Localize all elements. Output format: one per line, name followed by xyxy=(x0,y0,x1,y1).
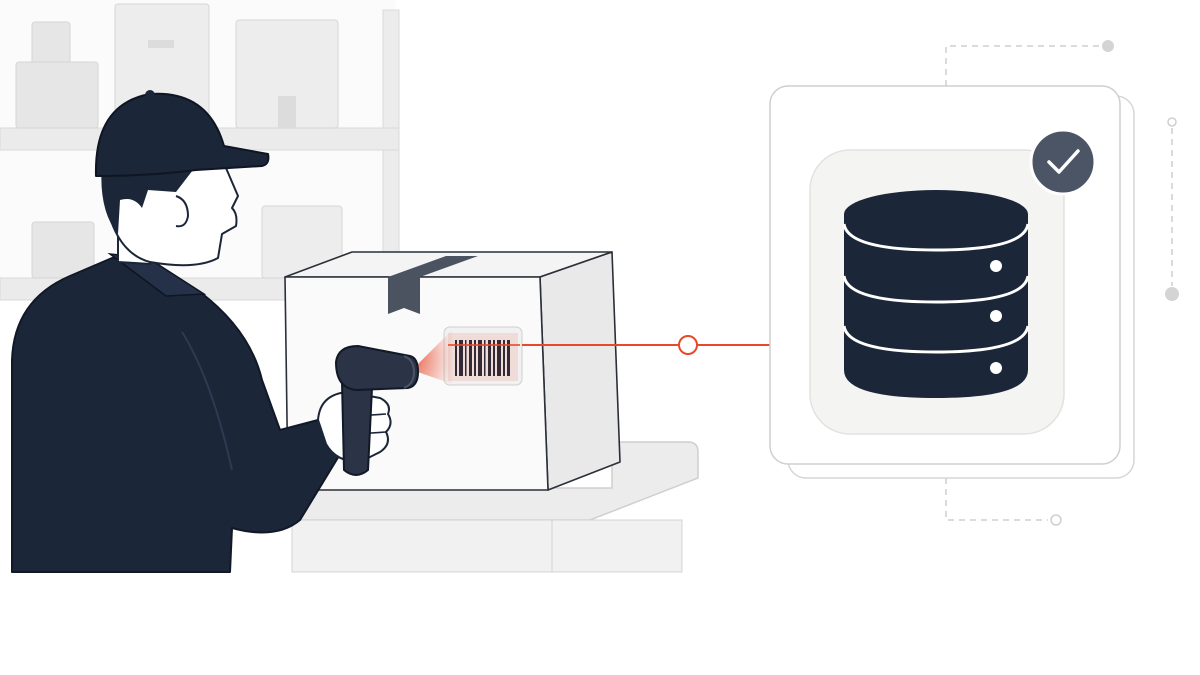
worker-cap-button xyxy=(145,90,155,100)
barcode-scanner-icon xyxy=(335,345,419,476)
barcode-label-icon xyxy=(443,326,523,386)
barcode-stripes xyxy=(455,340,510,376)
worker-jacket xyxy=(11,257,346,573)
circuit-line-bottom xyxy=(945,478,1048,521)
worker-hair xyxy=(101,162,196,234)
laser-highlight xyxy=(448,333,518,381)
packing-table xyxy=(291,441,699,573)
table-top xyxy=(291,441,699,521)
worker-ear xyxy=(175,195,190,228)
laser-cone xyxy=(412,330,452,384)
scanner-window xyxy=(403,355,416,389)
shelf-box-label xyxy=(148,40,174,48)
check-icon xyxy=(1029,128,1097,196)
connection-node xyxy=(678,335,698,355)
worker-cap xyxy=(94,92,270,177)
database-ring xyxy=(842,275,1030,304)
circuit-dot xyxy=(1050,514,1062,526)
database-ring xyxy=(842,223,1030,252)
database-icon xyxy=(842,190,1030,398)
scanner-head xyxy=(335,345,419,391)
laser-beam xyxy=(412,330,520,384)
database-led xyxy=(990,310,1002,322)
shelf-box xyxy=(31,21,71,68)
database-panel xyxy=(769,40,1179,526)
circuit-dot xyxy=(1167,117,1177,127)
box-side xyxy=(539,251,621,491)
box-tape-top xyxy=(388,256,478,277)
database-ring xyxy=(842,325,1030,354)
database-led xyxy=(990,260,1002,272)
database-led xyxy=(990,362,1002,374)
worker-arm-seam xyxy=(181,331,233,471)
circuit-dot xyxy=(1165,287,1179,301)
shelf-box xyxy=(15,61,99,129)
table-leg-panel xyxy=(291,519,683,573)
circuit-dot xyxy=(1102,40,1114,52)
box-tape xyxy=(388,277,420,314)
shelf-box xyxy=(31,221,95,279)
circuit-line-top xyxy=(945,45,1100,86)
scanner-handle xyxy=(341,381,373,476)
shelf-box-label xyxy=(278,96,296,128)
